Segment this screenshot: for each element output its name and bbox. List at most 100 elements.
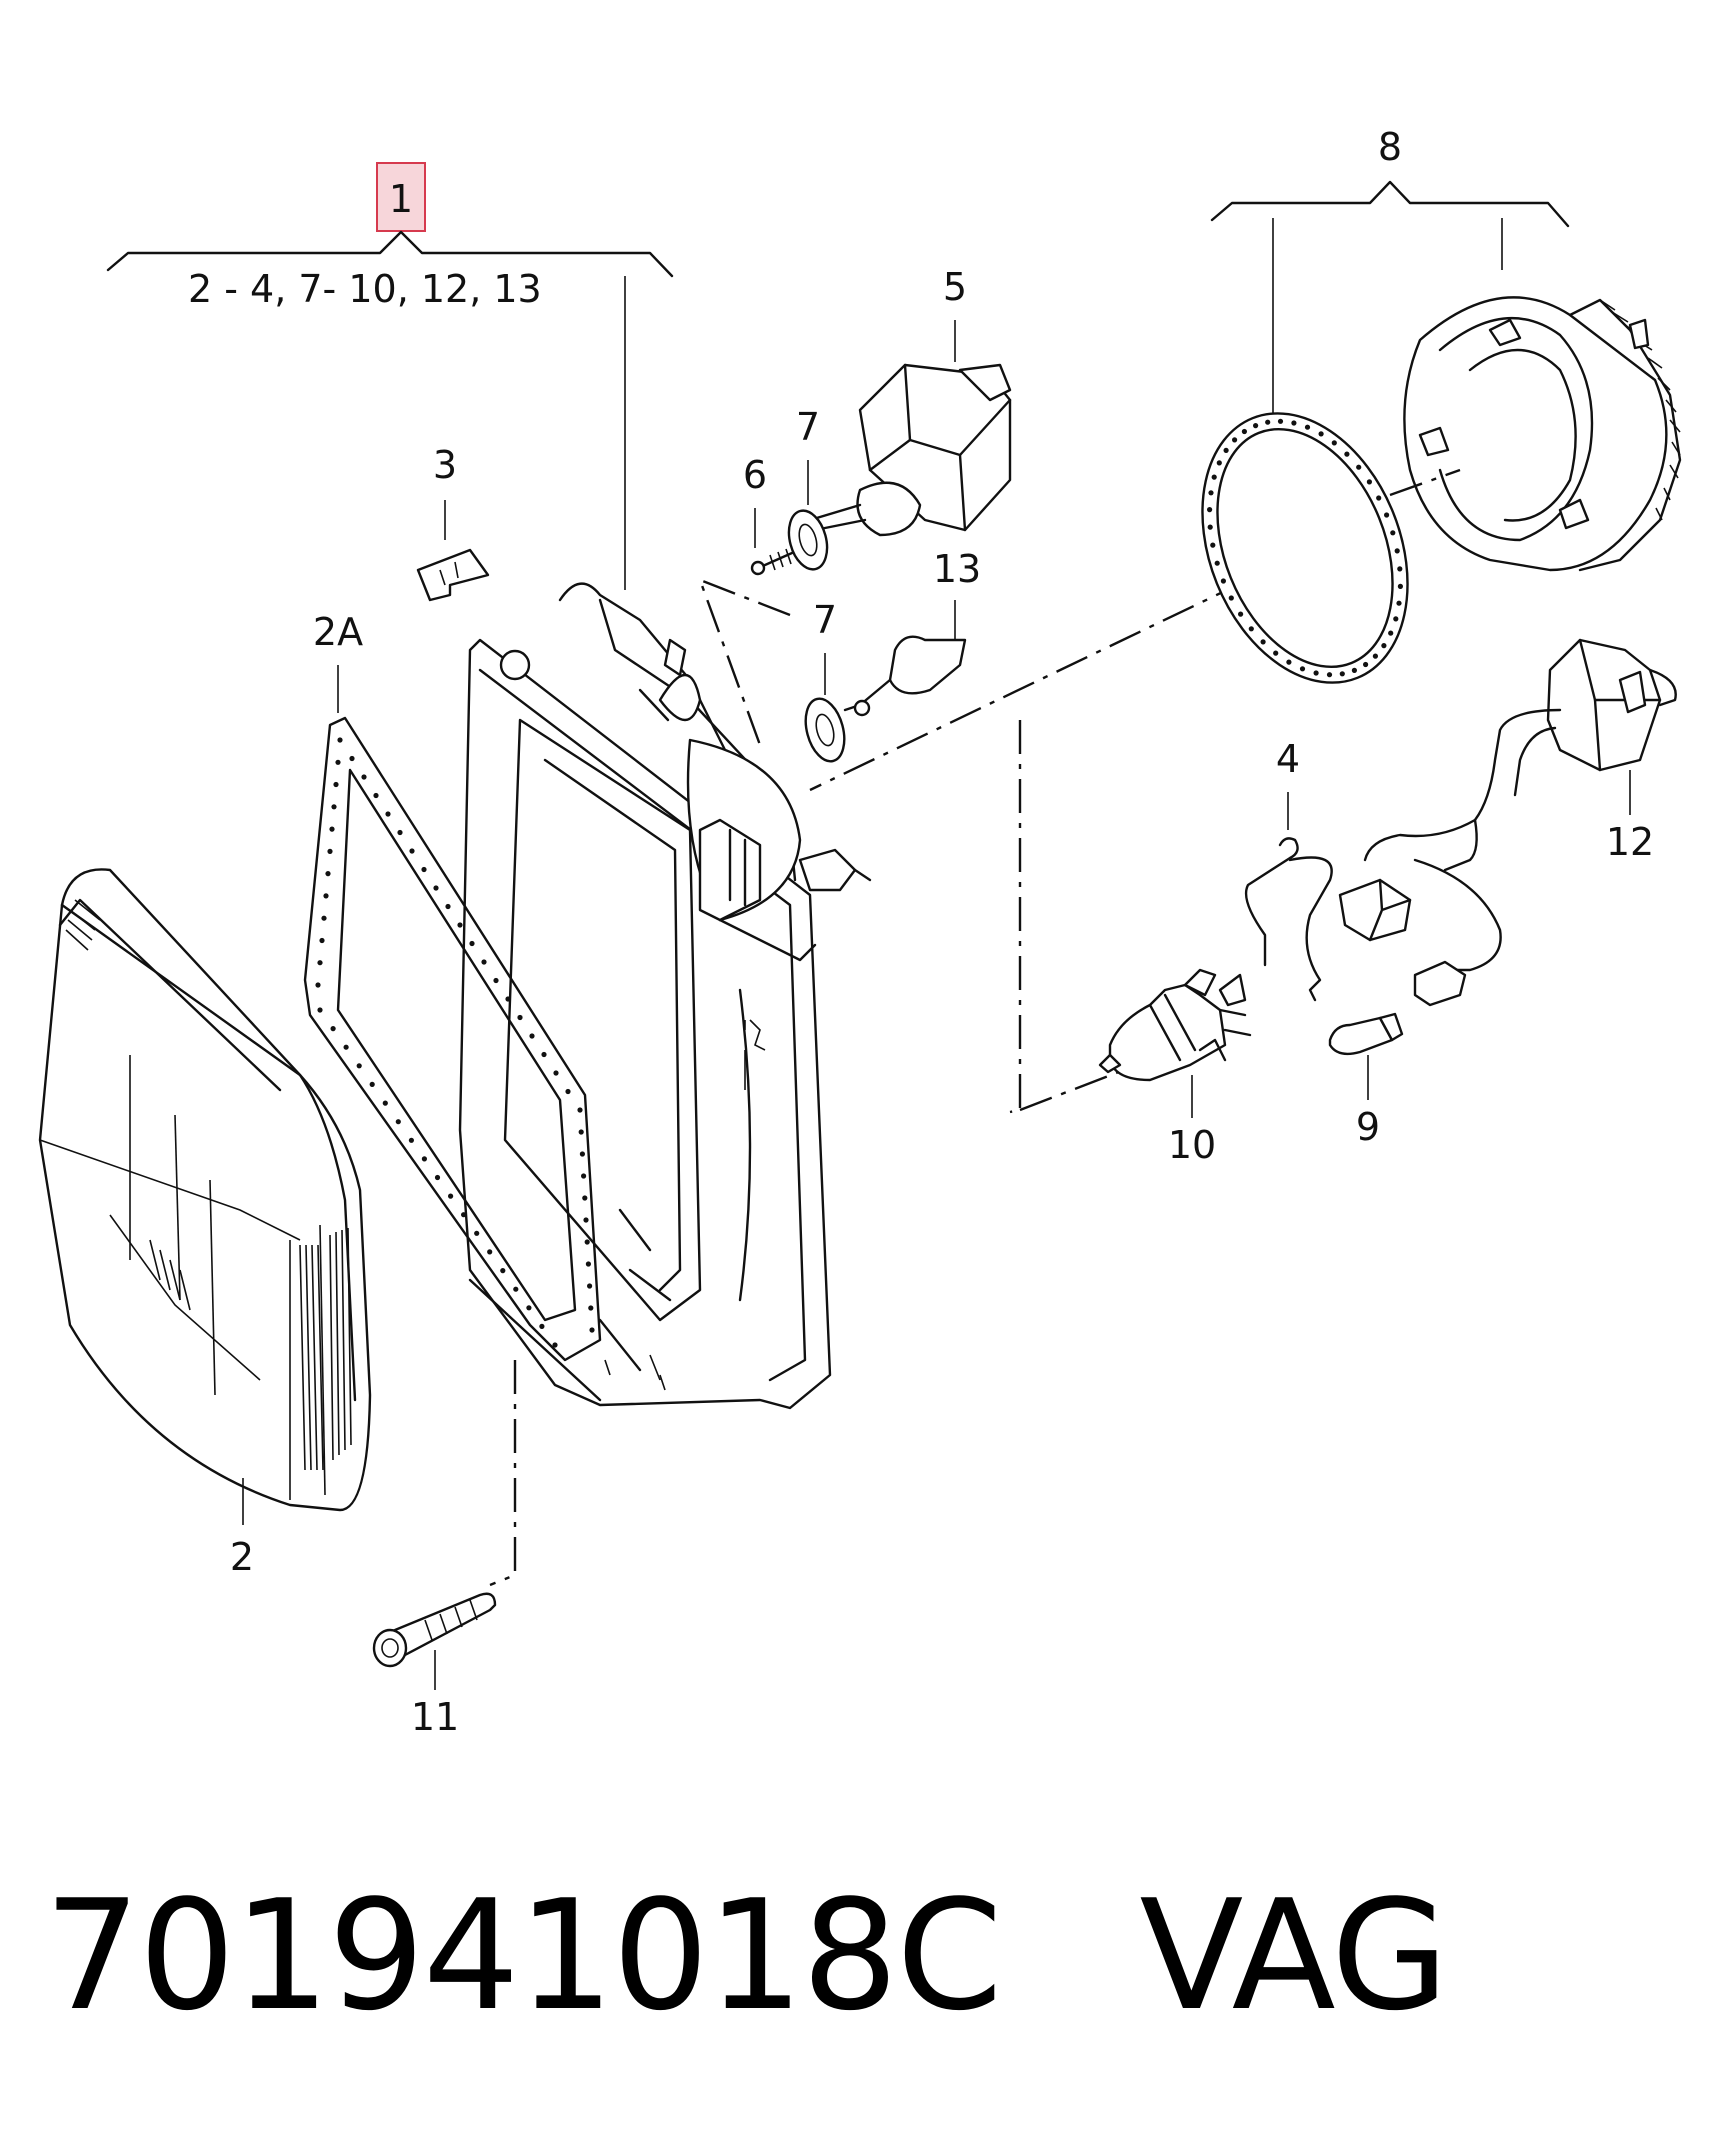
gasket-dot (343, 1044, 349, 1050)
assembly-axes (489, 553, 1301, 1587)
gasket-dot (333, 781, 339, 788)
gasket-dot (373, 792, 379, 799)
gasket-dot (329, 826, 335, 832)
seal-dot (1228, 595, 1234, 601)
callout-9: 9 (1356, 1105, 1380, 1149)
seal-dot (1344, 451, 1350, 457)
gasket-dot (421, 1156, 427, 1162)
seal-dot (1339, 671, 1345, 677)
seal-dot (1351, 667, 1357, 674)
seal-dot (1241, 428, 1247, 435)
callout-5: 5 (943, 265, 967, 309)
retaining-ring-part-7-lower: 7 (804, 598, 846, 763)
seal-dot (1232, 437, 1238, 443)
seal-dot (1208, 490, 1214, 496)
wiring-harness-part-12: 12 (1338, 638, 1677, 1007)
seal-dot (1356, 464, 1362, 470)
callout-4: 4 (1276, 737, 1300, 781)
seal-dot (1260, 639, 1266, 645)
parking-bulb-part-9: 9 (1328, 1012, 1404, 1149)
callout-2: 2 (230, 1535, 254, 1579)
callout-7-upper: 7 (796, 405, 820, 449)
gasket-dot (335, 759, 341, 765)
lens-part-2: 2 (38, 868, 372, 1579)
gasket-dot (331, 804, 337, 810)
group-bracket-1: 1 2 - 4, 7- 10, 12, 13 (106, 162, 674, 590)
gasket-dot (474, 1230, 480, 1236)
seal-dot (1223, 447, 1229, 453)
seal-dots (1207, 418, 1403, 678)
gasket-dot (434, 1174, 441, 1181)
gasket-dot (395, 1119, 401, 1125)
gasket-dot (421, 866, 427, 873)
gasket-dot (517, 1014, 523, 1021)
gasket-dot (579, 1151, 586, 1157)
callout-1: 1 (389, 177, 413, 221)
gasket-dot (409, 848, 415, 854)
callout-3: 3 (433, 443, 457, 487)
seal-dot (1388, 630, 1394, 636)
gasket-dot (500, 1268, 506, 1274)
gasket-dot (397, 829, 403, 836)
gasket-dot (565, 1088, 571, 1095)
callout-11: 11 (411, 1695, 459, 1739)
gasket-dots (315, 737, 595, 1348)
brand-name: VAG (1139, 1867, 1448, 2044)
gasket-dot (587, 1283, 593, 1289)
seal-dot (1384, 512, 1390, 518)
seal-dot (1304, 424, 1311, 430)
gasket-dot (584, 1239, 590, 1245)
seal-dot (1211, 474, 1217, 480)
screw-part-11: 11 (372, 1592, 497, 1739)
gasket-dot (349, 755, 355, 762)
gasket-dot (323, 893, 329, 899)
callout-8: 8 (1378, 125, 1402, 169)
gasket-dot (553, 1070, 559, 1076)
gasket-dot (469, 940, 475, 947)
seal-dot (1265, 419, 1271, 425)
retaining-ring-part-7-upper: 7 (787, 405, 829, 571)
gasket-dot (327, 848, 333, 855)
seal-dot (1396, 600, 1402, 606)
gasket-dot (315, 982, 321, 988)
gasket-dot (369, 1081, 375, 1087)
gasket-dot (582, 1195, 588, 1201)
seal-dot (1220, 578, 1226, 584)
seal-dot (1397, 566, 1403, 572)
gasket-dot (433, 885, 439, 891)
gasket-dot (361, 774, 367, 780)
adjuster-motor-part-5: 5 (808, 265, 1012, 537)
seal-dot (1291, 420, 1297, 426)
gasket-dot (382, 1100, 388, 1106)
seal-dot (1390, 530, 1396, 536)
spring-wire-part-4: 4 (1244, 737, 1333, 1002)
seal-dot (1210, 542, 1216, 548)
gasket-dot (588, 1305, 594, 1311)
socket-part-13: 13 (843, 547, 981, 717)
gasket-dot (578, 1129, 584, 1135)
gasket-dot (585, 1261, 592, 1267)
seal-dot (1313, 670, 1319, 676)
seal-dot (1248, 626, 1254, 632)
callout-13: 13 (933, 547, 981, 591)
callout-1-highlight[interactable] (376, 162, 426, 232)
seal-dot (1299, 666, 1306, 672)
seal-dot (1366, 479, 1372, 485)
seal-dot (1273, 650, 1279, 656)
seal-dot (1331, 440, 1337, 446)
seal-dot (1277, 418, 1284, 424)
callout-6: 6 (743, 453, 767, 497)
seal-dot (1397, 583, 1403, 590)
group-items-text: 2 - 4, 7- 10, 12, 13 (188, 267, 542, 311)
seal-dot (1393, 616, 1399, 622)
callout-7-lower: 7 (813, 598, 837, 642)
gasket-dot (541, 1051, 547, 1058)
callout-10: 10 (1168, 1123, 1216, 1167)
seal-dot (1238, 611, 1244, 617)
clip-part-3: 3 (416, 443, 490, 602)
gasket-dot (481, 959, 487, 965)
seal-dot (1326, 672, 1333, 678)
seal-dot (1394, 548, 1400, 554)
gasket-dot (319, 937, 325, 944)
